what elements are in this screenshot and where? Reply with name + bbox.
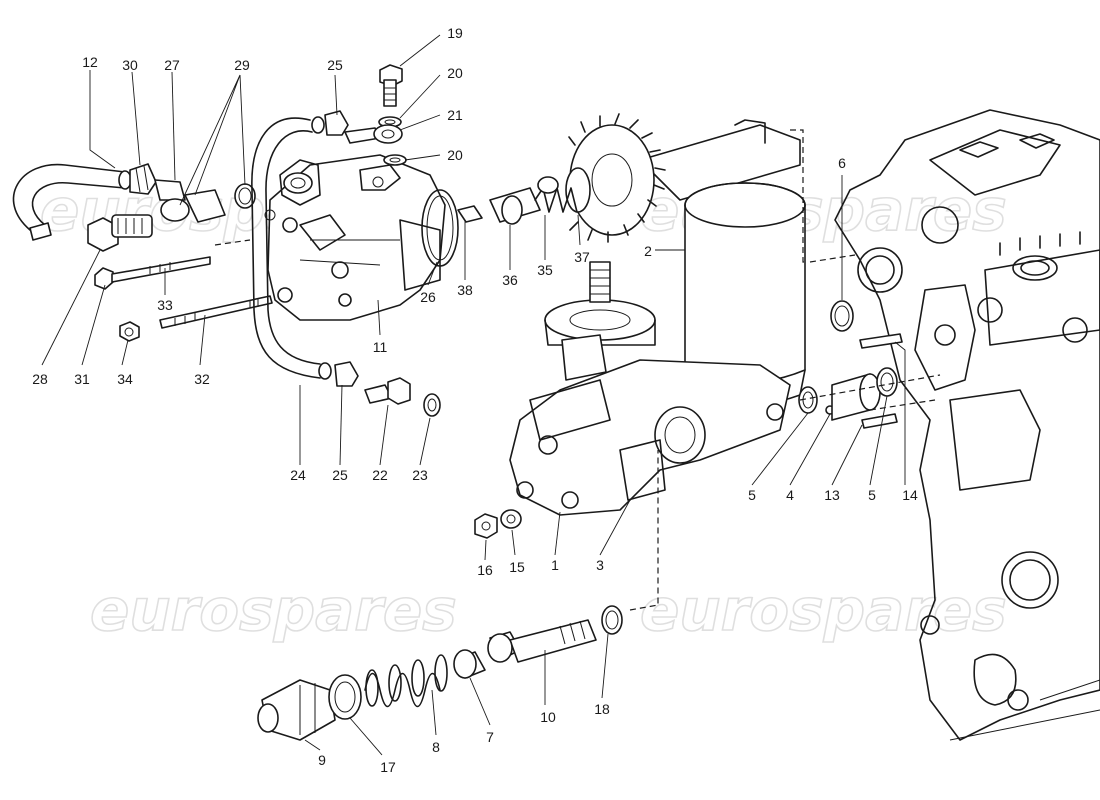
label-5-right: 5 [868,487,876,503]
label-10: 10 [540,709,556,725]
label-17: 17 [380,759,396,775]
label-6: 6 [838,155,846,171]
banjo-bolt-19 [379,64,403,107]
label-37: 37 [574,249,590,265]
label-31: 31 [74,371,90,387]
label-26: 26 [420,289,436,305]
sleeve-13 [831,373,881,421]
hose-12 [12,163,132,241]
label-22: 22 [372,467,388,483]
label-35: 35 [537,262,553,278]
hose-24 [251,116,332,380]
label-18: 18 [594,701,610,717]
label-12: 12 [82,54,98,70]
fitting-27 [154,179,256,223]
label-23: 23 [412,467,428,483]
washer-15 [500,509,522,529]
label-11: 11 [373,339,388,355]
label-15: 15 [509,559,525,575]
label-38: 38 [457,282,473,298]
part-labels: 12 30 27 29 25 19 20 21 20 28 31 34 32 3… [32,25,918,775]
pin-38 [457,205,483,223]
label-8: 8 [432,739,440,755]
filter-housing-1 [509,261,791,516]
label-19: 19 [447,25,463,41]
gasket-26 [421,189,459,267]
label-34: 34 [117,371,133,387]
oring-18 [601,605,623,635]
valve-body-10 [487,619,597,663]
label-1: 1 [551,557,559,573]
spring-35 [534,176,578,213]
watermark-bottom-left: eurospares [90,576,457,644]
clamp-25-top [324,110,349,136]
nut-34 [119,321,140,342]
nut-16 [474,513,498,539]
label-5-left: 5 [748,487,756,503]
label-28: 28 [32,371,48,387]
bolt-31 [94,256,211,290]
label-20-top: 20 [447,65,463,81]
leader-lines [41,34,906,756]
label-3: 3 [596,557,604,573]
label-30: 30 [122,57,138,73]
stud-14 [859,333,903,349]
drive-shaft-37 [565,113,801,243]
label-2: 2 [644,243,652,259]
label-27: 27 [164,57,180,73]
label-7: 7 [486,729,494,745]
washer-20-bottom [383,154,407,166]
label-25-bottom: 25 [332,467,348,483]
label-16: 16 [477,562,493,578]
label-24: 24 [290,467,306,483]
label-25-top: 25 [327,57,343,73]
union-22 [364,377,411,405]
label-13: 13 [824,487,840,503]
spring-8 [364,654,448,708]
label-21: 21 [447,107,463,123]
oring-6 [830,300,854,332]
stud-13-lower [861,413,898,429]
label-4: 4 [786,487,794,503]
label-20-bottom: 20 [447,147,463,163]
assembly-lines [214,129,941,611]
banjo-bolt-28 [87,214,153,252]
plug-9 [257,679,336,741]
label-36: 36 [502,272,518,288]
engine-block [834,109,1100,741]
label-9: 9 [318,752,326,768]
shaft-36 [489,187,541,225]
washer-17 [328,674,362,720]
oring-5-right [876,367,898,397]
label-32: 32 [194,371,210,387]
stud-32 [159,295,273,329]
piston-7 [453,649,486,679]
pump-body-11 [264,154,446,321]
clamp-25-bottom [334,361,359,387]
banjo-21 [344,124,403,144]
watermark-bottom-right: eurospares [640,576,1007,644]
label-14: 14 [902,487,918,503]
clamp-30 [129,163,157,195]
washer-23 [423,393,441,417]
label-33: 33 [157,297,173,313]
label-29: 29 [234,57,250,73]
